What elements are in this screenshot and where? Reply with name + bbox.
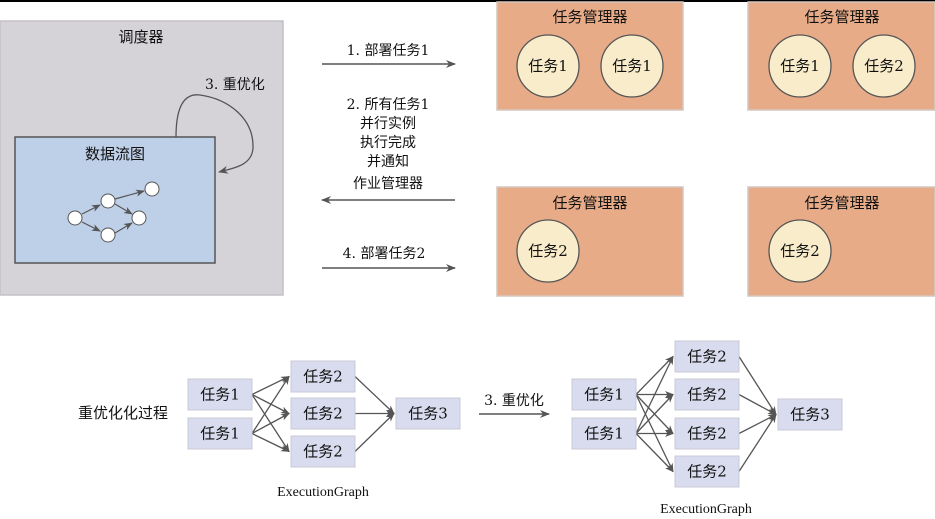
reoptimization-label: 重优化化过程 [78, 404, 168, 422]
task-manager-title: 任务管理器 [552, 194, 627, 212]
reoptimize-loop-arrow [175, 94, 254, 174]
dataflow-edge [114, 189, 145, 200]
completion-line: 并行实例 [360, 116, 416, 132]
graph-node-source [187, 417, 253, 450]
completion-message: 2. 所有任务1 并行实例 执行完成 并通知 作业管理器 [321, 97, 455, 204]
completion-line: 并通知 [367, 153, 409, 170]
execution-graph-caption: ExecutionGraph [660, 502, 752, 517]
graph-node-middle [674, 378, 740, 411]
graph-node-sink-label: 任务3 [408, 405, 448, 423]
task-manager: 任务管理器 任务1 任务2 [747, 1, 935, 111]
task-manager-title: 任务管理器 [804, 8, 879, 26]
completion-line: 执行完成 [360, 135, 416, 151]
top-border [0, 0, 935, 2]
graph-edge [635, 433, 674, 473]
task-slot [768, 219, 832, 283]
task-slot [768, 34, 832, 98]
graph-node-source-label: 任务1 [200, 386, 240, 404]
dataflow-edge [114, 222, 133, 234]
dataflow-node [100, 227, 116, 243]
graph-node-middle-label: 任务2 [303, 443, 343, 461]
task-slot [516, 219, 580, 283]
task-slot-label: 任务2 [780, 242, 820, 260]
completion-line: 作业管理器 [353, 176, 423, 192]
graph-node-middle-label: 任务2 [687, 386, 727, 404]
graph-node-middle [290, 360, 356, 393]
graph-node-middle-label: 任务2 [687, 348, 727, 366]
graph-node-middle-label: 任务2 [687, 425, 727, 443]
deploy-task1-label: 1. 部署任务1 [347, 43, 430, 59]
task-manager-title: 任务管理器 [804, 194, 879, 212]
task-manager: 任务管理器 任务2 [496, 186, 684, 297]
graph-edge [738, 393, 777, 416]
graph-edge [635, 355, 674, 395]
deploy-task2-message: 4. 部署任务2 [322, 246, 456, 272]
task-slot-label: 任务2 [864, 57, 904, 75]
graph-node-middle [290, 435, 356, 468]
graph-node-source [571, 378, 637, 411]
graph-edge [738, 356, 777, 416]
task-slot-label: 任务1 [780, 57, 820, 75]
task-manager: 任务管理器 任务1 任务1 [496, 1, 684, 111]
deploy-task1-message: 1. 部署任务1 [322, 43, 456, 68]
graph-node-source-label: 任务1 [584, 425, 624, 443]
graph-edge [738, 413, 777, 472]
deploy-task2-label: 4. 部署任务2 [343, 246, 426, 262]
graph-edge [354, 412, 395, 452]
completion-line: 2. 所有任务1 [347, 97, 430, 113]
dataflow-edge [114, 203, 133, 215]
graph-node-middle-label: 任务2 [303, 405, 343, 423]
reoptimize-arrow-group: 3. 重优化 [479, 393, 550, 418]
graph-node-source-label: 任务1 [200, 425, 240, 443]
task-slot-label: 任务1 [528, 57, 568, 75]
dataflow-edge [81, 204, 101, 215]
task-slot [600, 34, 664, 98]
scheduler-title: 调度器 [118, 28, 163, 46]
graph-node-middle [674, 417, 740, 450]
graph-node-source [571, 417, 637, 450]
dataflow-node [67, 210, 83, 226]
dataflow-graph-box: 数据流图 [14, 136, 216, 264]
dataflow-node [144, 181, 160, 197]
graph-node-sink [395, 397, 461, 430]
graph-node-middle [674, 455, 740, 488]
graph-node-source [187, 378, 253, 411]
execution-graph-caption: ExecutionGraph [277, 485, 369, 500]
dataflow-edge [81, 221, 101, 232]
graph-node-sink [777, 398, 843, 431]
task-manager-title: 任务管理器 [552, 8, 627, 26]
graph-node-middle [674, 340, 740, 373]
graph-edge [635, 393, 674, 434]
scheduler-panel: 调度器 3. 重优化 数据流图 [0, 20, 284, 296]
dataflow-title: 数据流图 [85, 145, 145, 163]
task-manager: 任务管理器 任务2 [747, 186, 935, 297]
reoptimize-loop-label: 3. 重优化 [205, 77, 265, 93]
graph-edge [354, 376, 395, 415]
graph-node-middle-label: 任务2 [303, 368, 343, 386]
task-slot [516, 34, 580, 98]
graph-edge [251, 412, 290, 435]
graph-edge [251, 375, 290, 434]
task-slot [852, 34, 916, 98]
dataflow-node [100, 193, 116, 209]
graph-edge [251, 432, 290, 453]
graph-node-middle-label: 任务2 [687, 463, 727, 481]
task-slot-label: 任务1 [612, 57, 652, 75]
graph-edge [635, 355, 674, 434]
graph-node-sink-label: 任务3 [790, 406, 830, 424]
graph-node-middle [290, 397, 356, 430]
reoptimize-arrow-label: 3. 重优化 [484, 393, 544, 409]
task-slot-label: 任务2 [528, 242, 568, 260]
execution-graph-after: 任务1 任务1 任务2 任务2 任务2 任务2 任务3 [571, 340, 843, 488]
execution-graph-before: 任务1 任务1 任务2 任务2 任务2 任务3 [187, 360, 461, 468]
dataflow-node [131, 210, 147, 226]
graph-node-source-label: 任务1 [584, 386, 624, 404]
